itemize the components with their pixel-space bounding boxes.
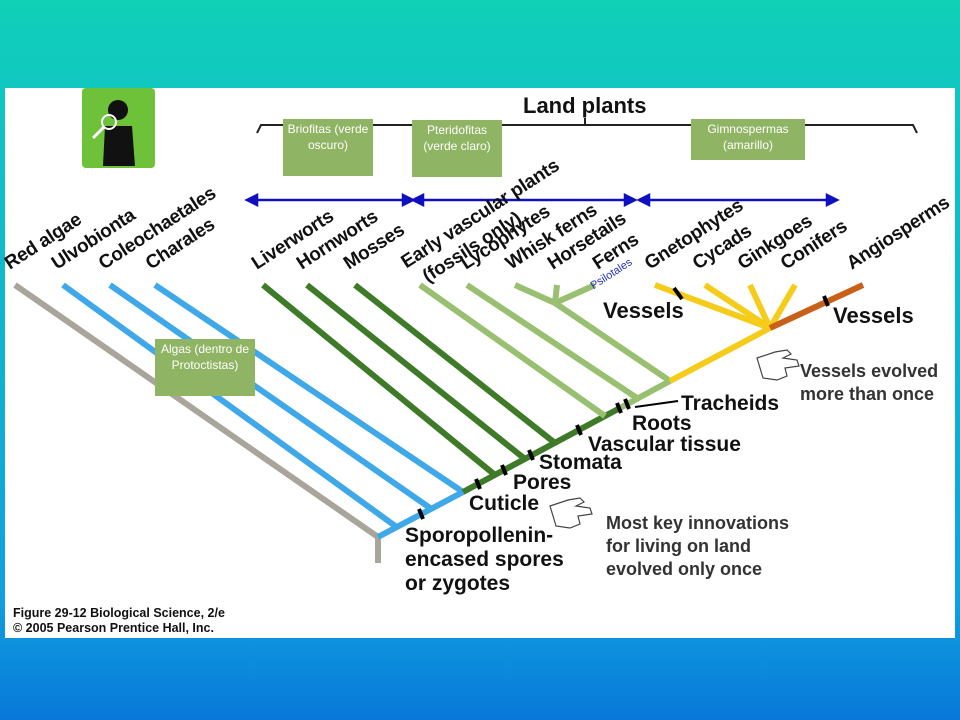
branch-mosses — [353, 282, 557, 446]
innovation-vessels-angiosperms: Vessels — [833, 303, 914, 328]
pteridofitas-box: Pteridofitas (verde claro) — [412, 120, 502, 177]
innovation-tracheids: Tracheids — [681, 392, 780, 415]
briofitas-box: Briofitas (verde oscuro) — [283, 119, 373, 176]
note-key-line1: Most key innovations — [606, 513, 790, 533]
branch-ulvobionta — [61, 282, 400, 531]
branch-fern-clade — [553, 300, 672, 384]
pteridofitas-arrow — [410, 192, 638, 208]
note-key-line3: evolved only once — [606, 559, 763, 579]
branch-hornworts — [305, 282, 527, 462]
slide-panel: Land plants Briofitas (verde oscuro) Pte… — [1, 88, 955, 638]
branch-charales — [153, 282, 465, 495]
branch-liverworts — [261, 282, 497, 478]
detective-logo-icon — [82, 88, 155, 168]
branch-angiosperms — [768, 282, 865, 331]
branch-cycads — [703, 282, 772, 331]
main-stem-seed — [668, 325, 772, 384]
innovation-ticks — [417, 286, 830, 520]
branch-lycophytes — [465, 282, 639, 401]
note-vessels-line2: more than once — [800, 384, 935, 404]
innovation-vessels-ferns: Vessels — [603, 298, 684, 323]
algas-box: Algas (dentro de Protoctistas) — [155, 339, 255, 396]
innovation-sporopollenin-line2: encased spores — [405, 548, 564, 571]
phylogenetic-tree — [13, 88, 918, 563]
branch-red-algae — [13, 282, 380, 540]
innovation-sporopollenin-line1: Sporopollenin- — [405, 524, 554, 547]
innovation-roots: Roots — [632, 412, 692, 435]
note-vessels-line1: Vessels evolved — [800, 361, 939, 381]
innovation-vascular-tissue: Vascular tissue — [588, 433, 741, 456]
branch-early-vascular — [418, 282, 607, 419]
land-plants-bracket — [256, 124, 918, 134]
innovation-sporopollenin: Sporopollenin- encased spores or zygotes — [405, 524, 564, 596]
innovation-sporopollenin-line3: or zygotes — [405, 572, 511, 595]
note-vessels-evolved: Vessels evolved more than once — [800, 360, 938, 406]
pointing-hand-icon — [756, 349, 800, 381]
branch-gnetophytes — [653, 282, 772, 331]
briofitas-arrow — [244, 192, 416, 208]
caption-line1: Figure 29-12 Biological Science, 2/e — [13, 606, 225, 620]
pointing-hand-icon-2 — [549, 497, 593, 529]
caption-line2: © 2005 Pearson Prentice Hall, Inc. — [13, 621, 214, 635]
branch-conifers — [767, 283, 798, 330]
innovation-pores: Pores — [513, 471, 572, 494]
gimnospermas-arrow — [636, 192, 840, 208]
note-key-line2: for living on land — [606, 536, 751, 556]
branch-coleochaetales — [108, 282, 432, 511]
land-plants-title: Land plants — [523, 93, 647, 118]
branch-ginkgoes — [747, 283, 773, 330]
figure-caption: Figure 29-12 Biological Science, 2/e © 2… — [13, 606, 225, 636]
branch-ferns — [553, 282, 597, 306]
branch-whisk-ferns — [513, 282, 557, 306]
gimnospermas-box: Gimnospermas (amarillo) — [691, 119, 805, 160]
tracheids-pointer — [634, 400, 679, 408]
innovation-stomata: Stomata — [539, 451, 622, 474]
note-key-innovations: Most key innovations for living on land … — [606, 512, 789, 581]
main-stem-green — [461, 405, 622, 495]
innovation-cuticle: Cuticle — [469, 492, 540, 515]
